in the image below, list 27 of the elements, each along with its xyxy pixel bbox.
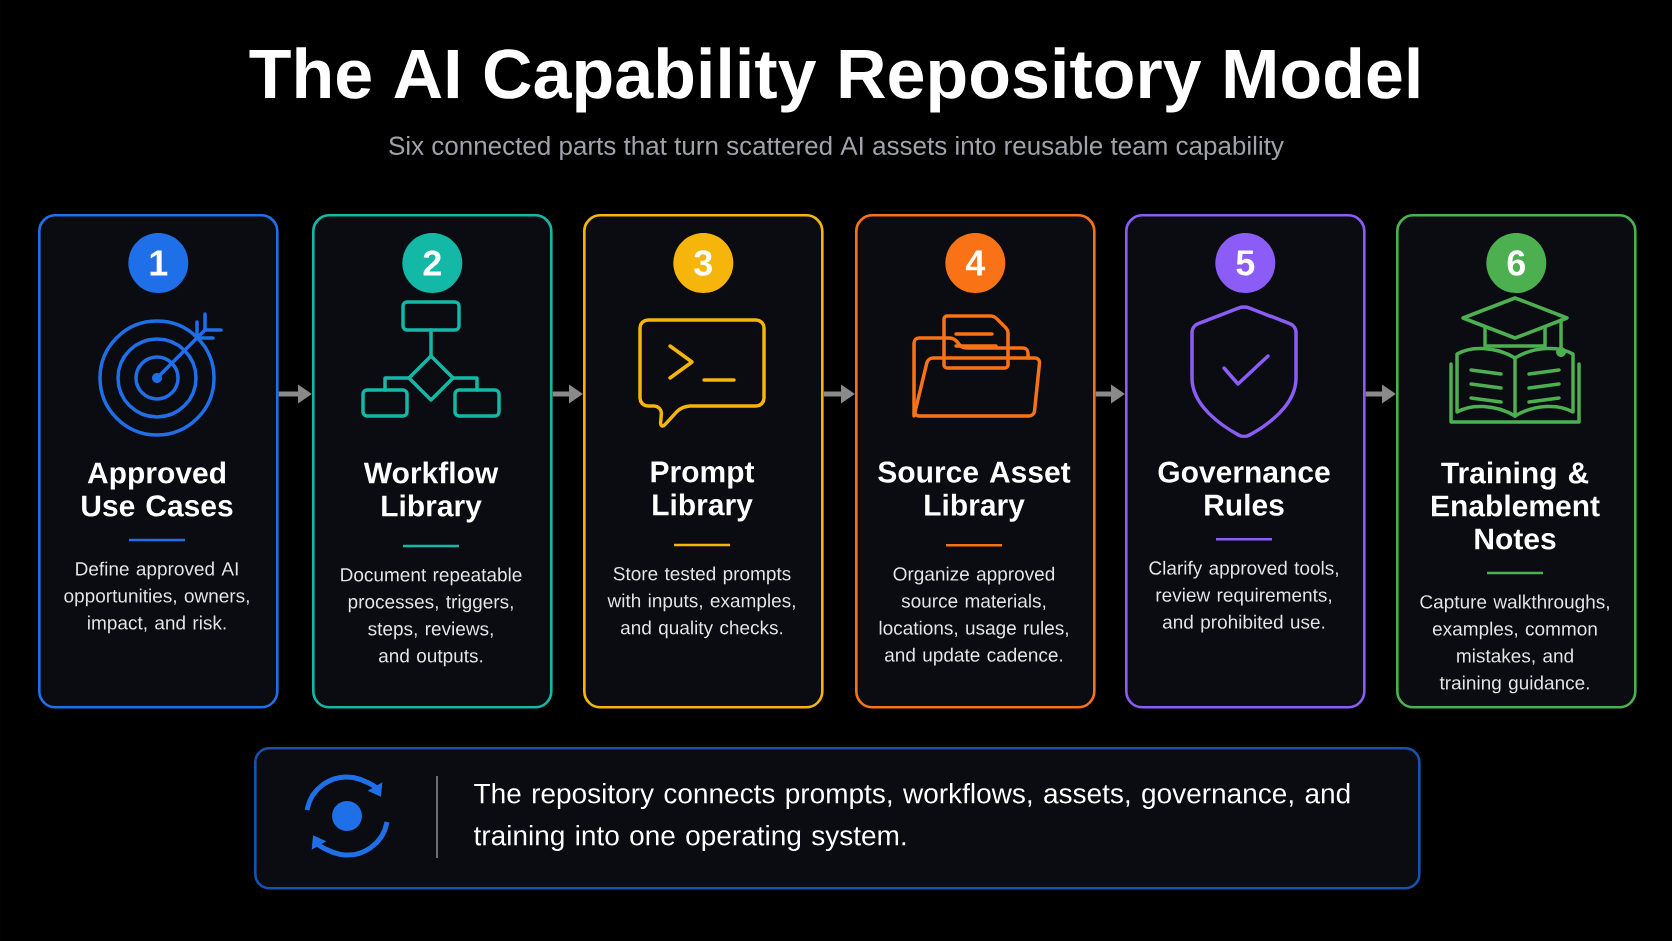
number-badge: 4 bbox=[945, 233, 1006, 293]
card bbox=[583, 214, 824, 709]
card-description: Store tested prompts with inputs, examples, and quality checks. bbox=[607, 566, 795, 639]
card-heading: Governance Rules bbox=[1158, 461, 1330, 516]
card bbox=[1125, 214, 1366, 709]
number-badge: 6 bbox=[1486, 233, 1547, 293]
number-badge: 1 bbox=[128, 233, 189, 293]
number-badge: 2 bbox=[402, 233, 463, 293]
card-heading: Approved Use Cases bbox=[82, 461, 233, 517]
card bbox=[38, 214, 279, 709]
card bbox=[312, 214, 553, 709]
card-description: Capture walkthroughs, examples, common mistakes, and training guidance. bbox=[1420, 594, 1609, 694]
card-description: Define approved AI opportunities, owners, impact, and risk. bbox=[64, 561, 249, 634]
card-description: Clarify approved tools, review requirements, and prohibited use. bbox=[1149, 560, 1338, 633]
card-heading: Source Asset Library bbox=[878, 461, 1071, 522]
card-description: Document repeatable processes, triggers, steps, reviews, and outputs. bbox=[341, 567, 522, 667]
summary-box: The repository connects prompts, workflows, assets, governance, and training into one operating system. bbox=[254, 747, 1421, 890]
title: The AI Capability Repository Model bbox=[249, 47, 1419, 113]
subtitle: Six connected parts that turn scattered AI assets into reusable team capability bbox=[389, 135, 1284, 161]
card bbox=[1396, 214, 1637, 709]
card-description: Organize approved source materials, locations, usage rules, and update cadence. bbox=[879, 566, 1068, 666]
card bbox=[855, 214, 1096, 709]
card-heading: Training & Enablement Notes bbox=[1432, 461, 1600, 550]
card-heading: Prompt Library bbox=[651, 461, 755, 522]
number-badge: 3 bbox=[673, 233, 734, 293]
card-heading: Workflow Library bbox=[363, 461, 499, 523]
number-badge: 5 bbox=[1215, 233, 1276, 293]
